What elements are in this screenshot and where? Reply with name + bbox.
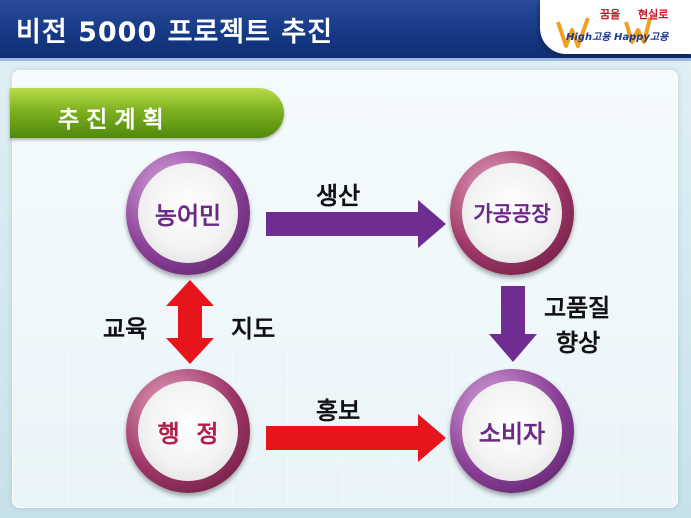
label-quality-line2: 향상 [556, 329, 601, 357]
node-admin: 행 정 [126, 369, 250, 493]
label-quality-line1: 고품질 [544, 294, 611, 322]
arrow-quality [489, 286, 537, 362]
arrow-education-guidance [166, 280, 214, 364]
section-label: 추진계획 [58, 107, 171, 133]
label-education: 교육 [103, 315, 148, 343]
arrow-promotion [266, 414, 446, 462]
section-banner [10, 88, 284, 138]
label-production: 생산 [316, 182, 361, 210]
logo: 꿈을 현실로 High고용 Happy고용 [540, 0, 691, 54]
logo-graphic: 꿈을 현실로 High고용 Happy고용 [556, 7, 669, 48]
node-factory: 가공공장 [450, 151, 574, 275]
logo-top-right: 현실로 [638, 7, 668, 21]
arrow-production [266, 200, 446, 248]
node-admin-label: 행 정 [138, 381, 238, 481]
logo-top-left: 꿈을 [600, 8, 620, 21]
node-consumer: 소비자 [450, 369, 574, 493]
node-consumer-label: 소비자 [462, 381, 562, 481]
logo-bottom: High고용 Happy고용 [566, 31, 669, 43]
node-factory-label: 가공공장 [462, 163, 562, 263]
label-guidance: 지도 [231, 315, 276, 343]
page-title: 비전 5000 프로젝트 추진 [16, 17, 334, 48]
label-promotion: 홍보 [316, 397, 361, 425]
node-farmers-label: 농어민 [138, 163, 238, 263]
node-farmers: 농어민 [126, 151, 250, 275]
